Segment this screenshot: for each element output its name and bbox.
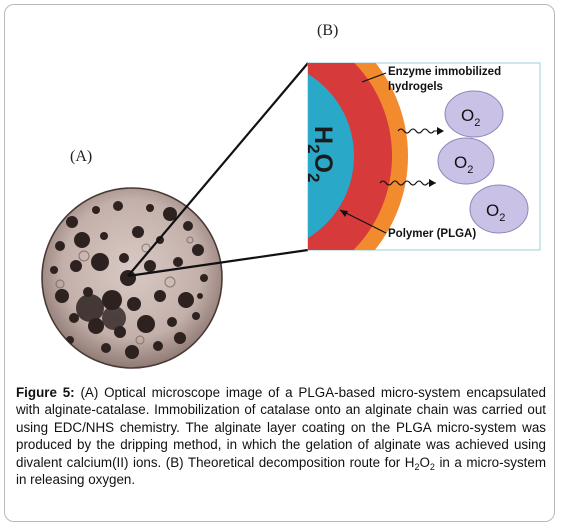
svg-text:O2: O2	[454, 153, 473, 176]
hydrogel-pointer	[361, 72, 387, 83]
figure-number: Figure 5:	[16, 385, 75, 400]
caption-text-part2: in a micro-system in releasing oxygen.	[16, 454, 546, 488]
release-arrow-lower	[379, 180, 436, 186]
release-arrowhead-upper	[437, 127, 444, 135]
caption-formula-sub1: 2	[414, 461, 420, 472]
caption-formula-h: H	[404, 454, 415, 470]
polymer-pointer-arrowhead	[340, 210, 348, 217]
figure-artwork: H2O2 Enzyme immobilized hydrogels Polyme…	[41, 62, 541, 369]
panel-b-label: (B)	[317, 22, 339, 39]
schematic-panel: H2O2 Enzyme immobilized hydrogels Polyme…	[304, 62, 541, 251]
oxygen-bubble-2: O2	[437, 137, 495, 185]
micro-system-image	[41, 187, 223, 369]
zoom-line-bottom	[127, 248, 309, 278]
caption-text-part1: (A) Optical microscope image of a PLGA-b…	[16, 385, 546, 470]
svg-text:O2: O2	[486, 201, 505, 224]
core-formula: H2O2	[304, 126, 337, 182]
svg-text:O2: O2	[461, 106, 480, 129]
oxygen-bubble-3: O2	[469, 184, 529, 234]
release-arrow-upper	[397, 128, 440, 134]
caption-formula-sub2: 2	[429, 461, 435, 472]
h2o2-core	[308, 74, 354, 238]
caption-formula-o: O	[419, 454, 430, 470]
figure-caption: Figure 5: (A) Optical microscope image o…	[16, 384, 546, 488]
hydrogel-label-line1: Enzyme immobilized	[388, 66, 501, 78]
panel-a-label: (A)	[70, 148, 93, 165]
zoom-line-top	[127, 62, 309, 277]
release-arrowhead-lower	[429, 179, 436, 187]
hydrogel-label-line2: hydrogels	[388, 81, 443, 93]
oxygen-bubble-1: O2	[444, 90, 504, 138]
polymer-pointer	[339, 209, 387, 234]
polymer-label: Polymer (PLGA)	[388, 228, 476, 240]
